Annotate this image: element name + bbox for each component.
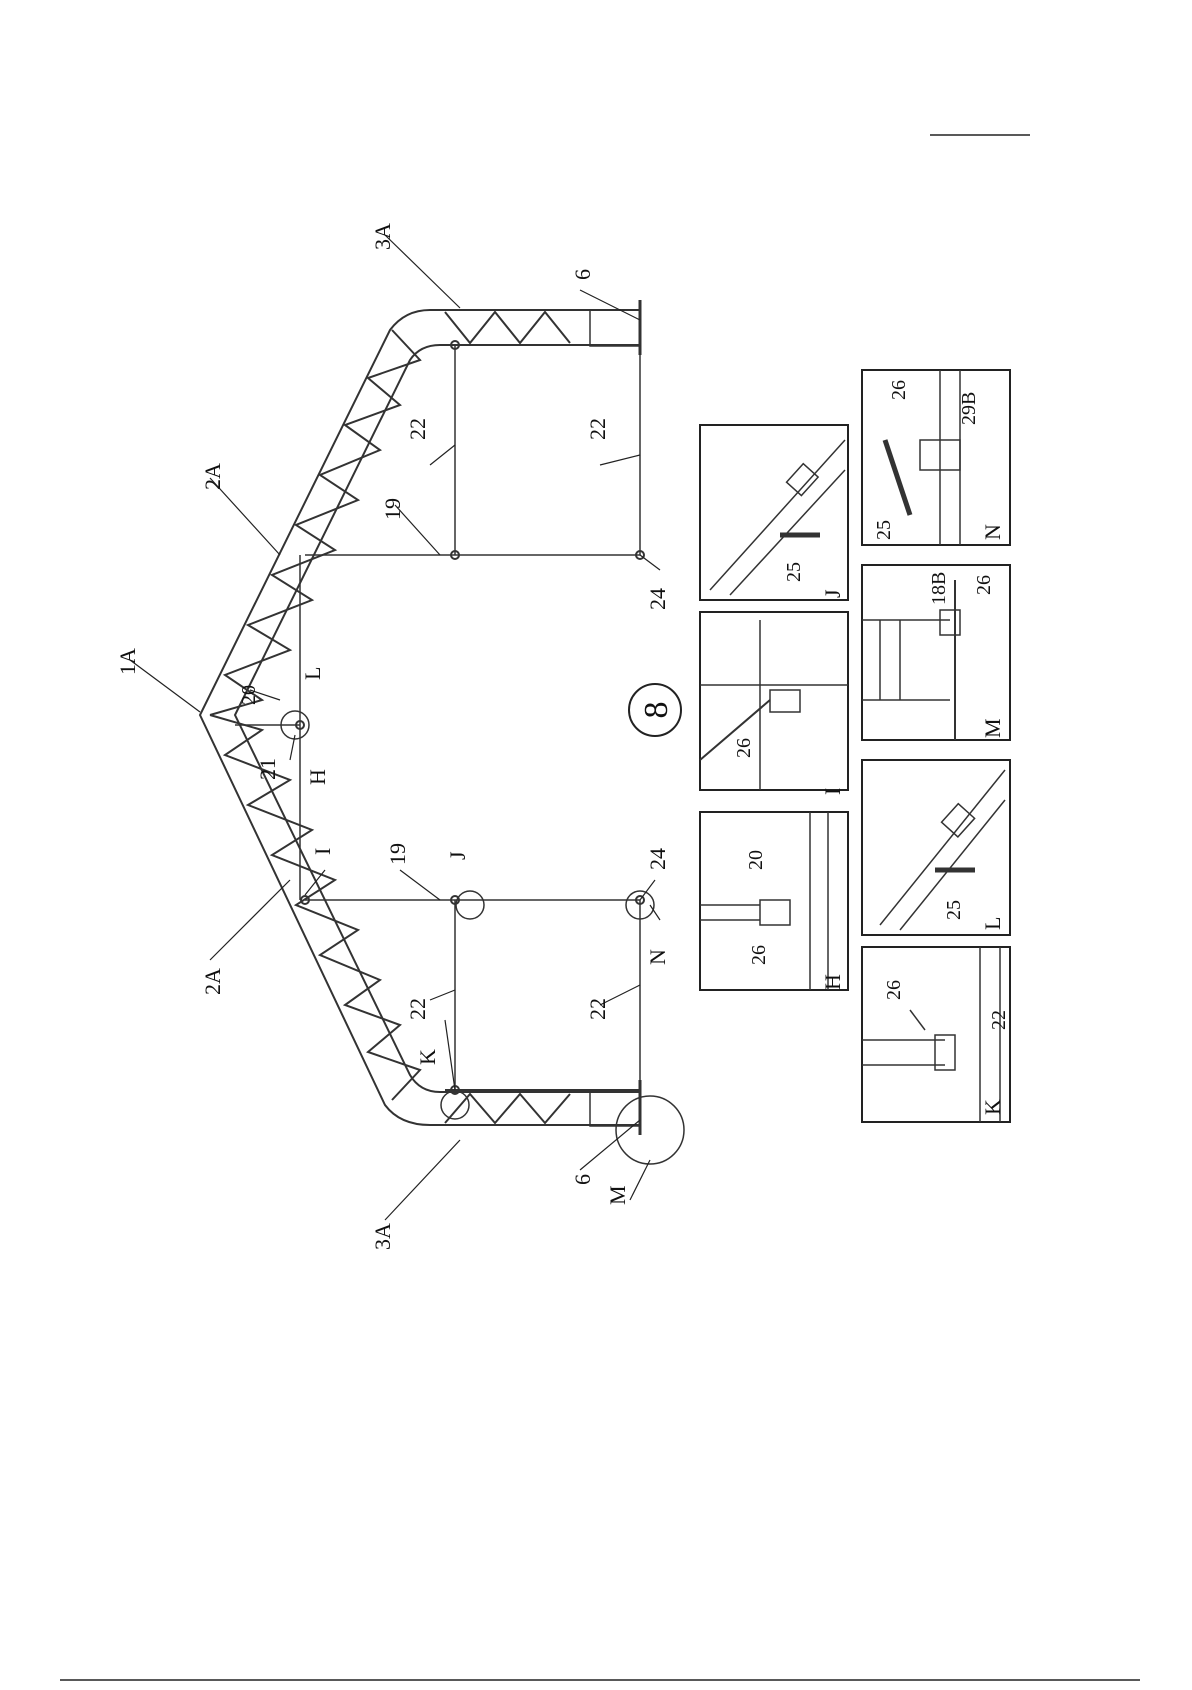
detail-N-part-25: 25 [873,520,895,540]
detail-box-N: 26 29B 25 N [862,370,1010,545]
detail-H-part-20: 20 [745,850,767,870]
label-2A-left: 2A [200,968,225,995]
ref-J: J [445,851,470,860]
detail-M-part-18B: 18B [928,572,950,605]
label-22-upper-right: 22 [405,418,430,440]
ref-N: N [645,949,670,965]
detail-I-letter: I [820,788,845,795]
detail-box-K: 26 22 K [862,947,1010,1122]
detail-circle-M [616,1096,684,1164]
detail-K-part-22: 22 [988,1010,1010,1030]
detail-box-J: 25 J [700,425,848,600]
label-19-left: 19 [385,843,410,865]
detail-K-letter: K [980,1099,1005,1115]
detail-H-letter: H [820,974,845,990]
detail-I-part-26: 26 [733,738,755,758]
label-22-upper-left: 22 [405,998,430,1020]
label-6-left: 6 [570,1174,595,1185]
detail-box-M: 18B 26 M [862,565,1010,740]
detail-box-I: 26 I [700,612,848,795]
detail-J-part-25: 25 [783,562,805,582]
ref-L: L [300,667,325,680]
label-3A-left: 3A [370,1223,395,1250]
ref-M: M [605,1185,630,1205]
label-22-lower-right: 22 [585,418,610,440]
detail-J-letter: J [820,589,845,598]
detail-M-part-26: 26 [973,575,995,595]
main-labels: 1A 2A 2A 3A 3A 6 6 19 19 20 21 22 22 22 … [115,223,670,1250]
label-1A: 1A [115,648,140,675]
label-19-right: 19 [380,498,405,520]
label-22-lower-left: 22 [585,998,610,1020]
detail-H-part-26: 26 [748,945,770,965]
detail-N-letter: N [980,524,1005,540]
label-3A-right: 3A [370,223,395,250]
label-6-right: 6 [570,269,595,280]
label-21: 21 [255,758,280,780]
detail-M-letter: M [980,718,1005,738]
detail-circle-K [441,1091,469,1119]
ref-I: I [310,848,335,855]
detail-N-part-26: 26 [888,380,910,400]
detail-K-part-26: 26 [883,980,905,1000]
step-number: 8 [638,702,675,719]
detail-circle-J [456,891,484,919]
detail-N-part-29B: 29B [958,392,980,425]
step-badge: 8 [629,684,681,736]
leader-lines [130,235,660,1220]
detail-box-H: 20 26 H [700,812,848,990]
label-24-right: 24 [645,588,670,610]
ref-K: K [415,1049,440,1065]
detail-L-part-25: 25 [943,900,965,920]
label-20: 20 [238,685,260,705]
ref-H: H [305,769,330,785]
label-24-left: 24 [645,848,670,870]
main-frame [200,300,684,1164]
detail-L-letter: L [980,917,1005,930]
detail-box-L: 25 L [862,760,1010,935]
label-2A-right: 2A [200,463,225,490]
